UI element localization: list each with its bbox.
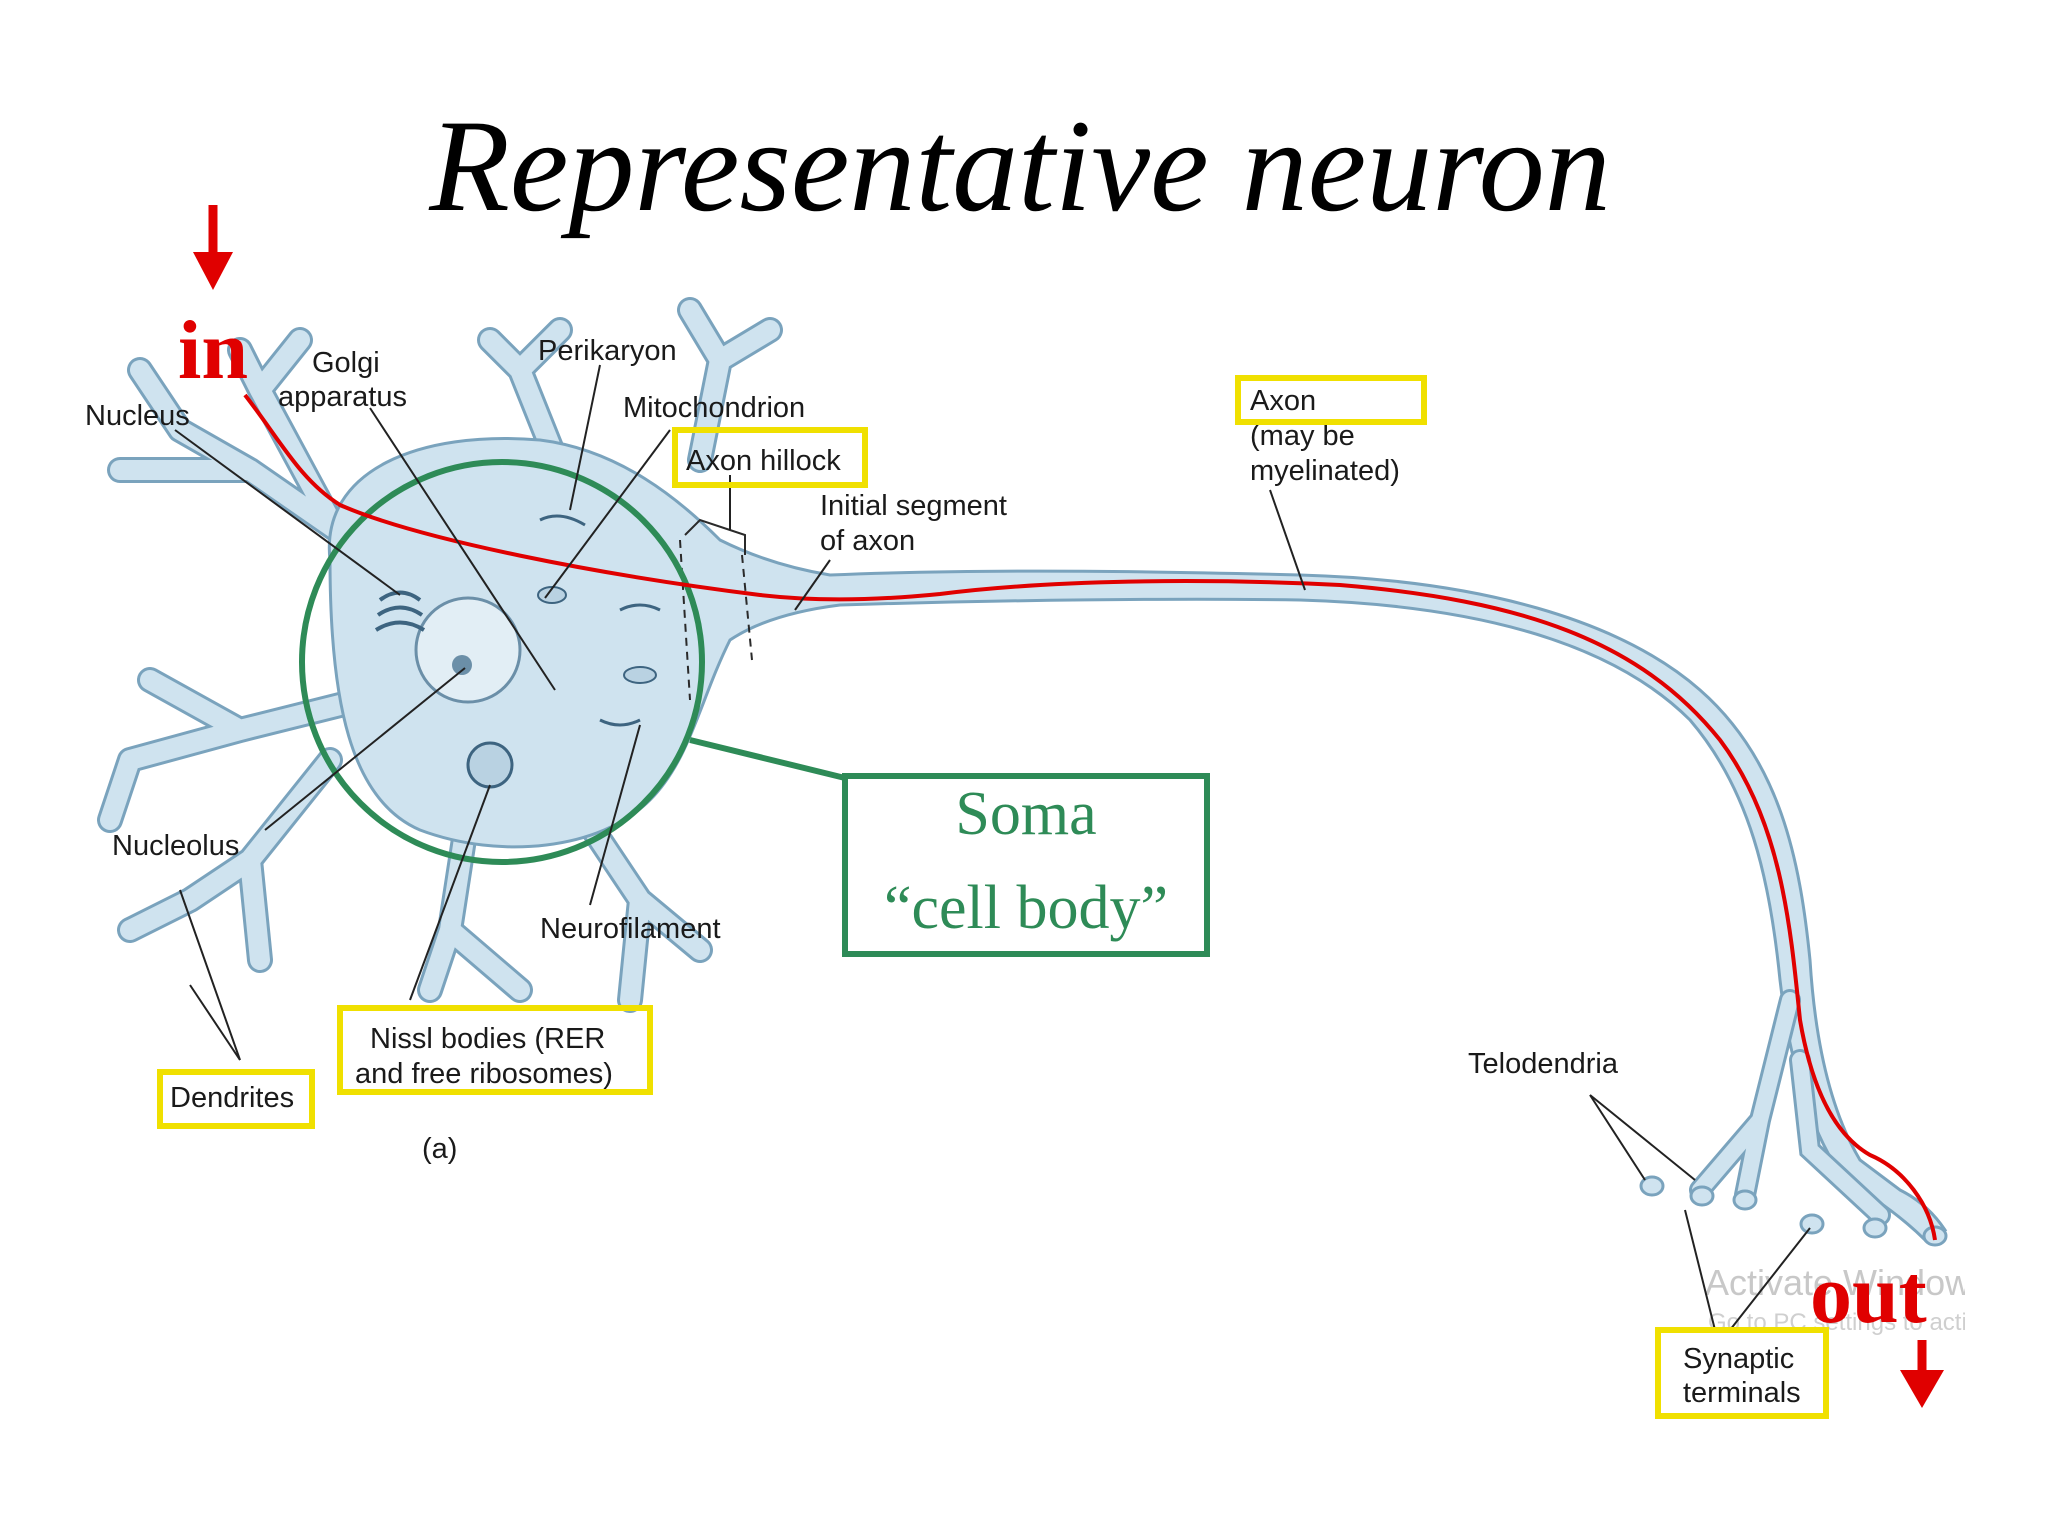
label-golgi-line2: apparatus <box>278 381 407 413</box>
label-axon-line1: Axon <box>1250 385 1316 417</box>
label-dendrites: Dendrites <box>170 1082 294 1114</box>
highlight-dendrites <box>157 1069 315 1129</box>
highlight-synaptic-terminals <box>1655 1327 1829 1419</box>
label-panel-tag: (a) <box>422 1133 457 1165</box>
label-synaptic-line1: Synaptic <box>1683 1343 1794 1375</box>
telodendria-branches <box>1639 989 1948 1247</box>
synaptic-knob <box>1732 1189 1758 1211</box>
label-perikaryon: Perikaryon <box>538 335 677 367</box>
nucleus-shape <box>414 596 522 704</box>
input-arrow <box>193 205 233 290</box>
soma-callout-line2: “cell body” <box>884 874 1168 942</box>
watermark-line1: Activate Windows <box>1705 1262 1989 1303</box>
neuron-illustration <box>97 297 1948 1247</box>
synaptic-knob <box>1799 1213 1825 1235</box>
soma-callout: Soma “cell body” <box>842 773 1210 957</box>
in-label: in <box>178 304 248 397</box>
label-golgi-line1: Golgi <box>312 347 380 379</box>
highlight-nissl <box>337 1005 653 1095</box>
label-telodendria: Telodendria <box>1468 1048 1619 1080</box>
output-arrow <box>1900 1340 1944 1408</box>
soma-circle <box>299 459 705 865</box>
out-label: out <box>1810 1248 1927 1341</box>
dendrite-branches <box>97 297 783 1013</box>
leader-lines <box>174 364 1811 1331</box>
highlight-boxes <box>157 375 1829 1419</box>
label-synaptic-line2: terminals <box>1683 1377 1801 1409</box>
mitochondrion-shape <box>623 666 657 684</box>
soma-callout-box <box>842 773 1210 957</box>
label-initial-segment-line2: of axon <box>820 525 915 557</box>
label-nissl-line2: and free ribosomes) <box>355 1058 613 1090</box>
label-mitochondrion: Mitochondrion <box>623 392 805 424</box>
label-nissl-line1: Nissl bodies (RER <box>370 1023 605 1055</box>
label-axon-line2: (may be <box>1250 420 1355 452</box>
label-neurofilament: Neurofilament <box>540 913 721 945</box>
highlight-axon <box>1235 375 1427 425</box>
label-nucleolus: Nucleolus <box>112 830 239 862</box>
synaptic-knob <box>1689 1185 1715 1207</box>
diagram-title: Representative neuron <box>428 92 1611 239</box>
label-nucleus: Nucleus <box>85 400 190 432</box>
label-initial-segment-line1: Initial segment <box>820 490 1007 522</box>
soma-connector <box>689 737 846 781</box>
label-axon-line3: myelinated) <box>1250 455 1400 487</box>
nucleolus-shape <box>452 655 472 675</box>
signal-path <box>243 393 1937 1241</box>
synaptic-knob <box>1862 1217 1888 1239</box>
highlight-axon-hillock <box>672 427 868 488</box>
soma-callout-line1: Soma <box>955 780 1096 848</box>
label-axon-hillock: Axon hillock <box>686 445 841 477</box>
nissl-body-shape <box>466 741 514 789</box>
golgi-shape <box>374 590 426 632</box>
synaptic-knob <box>1639 1175 1665 1197</box>
